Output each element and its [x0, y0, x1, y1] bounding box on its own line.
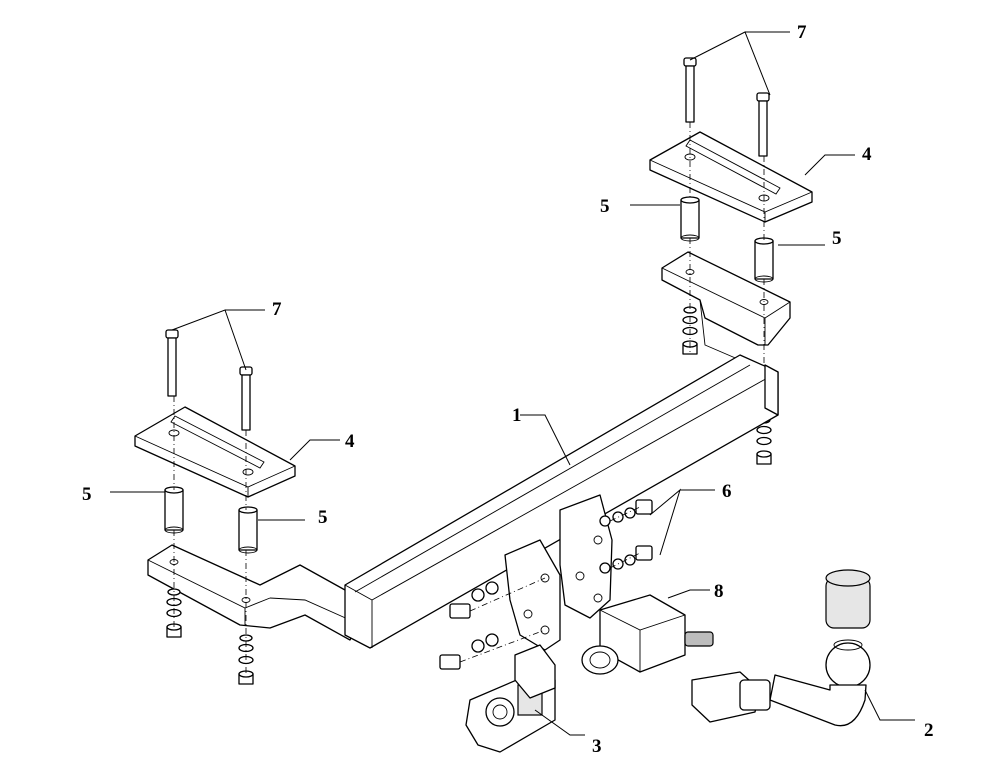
callout-4-left: 4: [345, 431, 355, 452]
callout-7-right: 7: [797, 22, 807, 43]
right-spacer-a: [680, 196, 700, 242]
right-bolt-b: [756, 92, 770, 157]
callout-6: 6: [722, 481, 732, 502]
left-spacer-b: [238, 506, 258, 554]
callout-5-left-a: 5: [82, 484, 92, 505]
bolts-set-6: [439, 499, 653, 670]
callout-3: 3: [592, 736, 602, 757]
left-clamp-plate: [134, 406, 296, 498]
left-bolt-b: [239, 366, 253, 431]
ball-clamp: [581, 594, 714, 675]
callout-7-left: 7: [272, 299, 282, 320]
right-clamp-plate: [649, 131, 813, 223]
right-washers-nuts-a: [682, 306, 698, 355]
right-bolt-a: [683, 57, 697, 123]
right-mount-bracket: [661, 251, 791, 361]
callout-4-right: 4: [862, 144, 872, 165]
right-spacer-b: [754, 237, 774, 283]
callout-5-left-b: 5: [318, 507, 328, 528]
callout-5-right-b: 5: [832, 228, 842, 249]
socket-plate: [465, 644, 556, 753]
tow-ball: [691, 569, 871, 727]
leader-lines: [110, 31, 915, 736]
left-spacer-a: [164, 486, 184, 534]
main-crossbar: [344, 354, 779, 649]
callout-2: 2: [924, 720, 934, 741]
left-washers-nuts-b: [238, 634, 254, 685]
callout-1: 1: [512, 405, 522, 426]
left-bolt-a: [165, 329, 179, 397]
center-brackets: [504, 494, 613, 651]
callout-8: 8: [714, 581, 724, 602]
callout-5-right-a: 5: [600, 196, 610, 217]
